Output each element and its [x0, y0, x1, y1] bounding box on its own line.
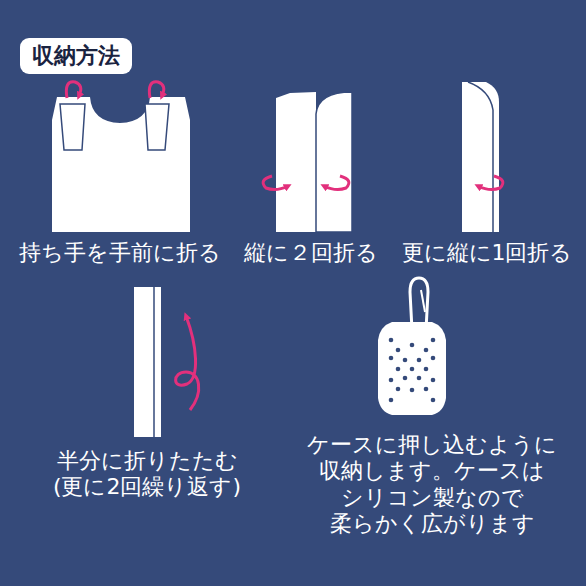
- silicone-case: [378, 278, 446, 415]
- bag-step1: [52, 82, 190, 232]
- bag-step3: [462, 82, 503, 232]
- step-caption: 半分に折りたたむ (更に2回繰り返す): [42, 448, 252, 501]
- title-badge: 収納方法: [20, 38, 132, 74]
- step-caption: 更に縦に1回折る: [402, 240, 573, 266]
- step-caption: 縦に２回折る: [244, 240, 378, 266]
- note-text: ケースに押し込むように 収納します。ケースは シリコン製なので 柔らかく広がりま…: [302, 432, 562, 538]
- bag-step2: [263, 92, 352, 232]
- step-caption: 持ち手を手前に折る: [19, 240, 221, 266]
- bag-step4: [134, 287, 199, 437]
